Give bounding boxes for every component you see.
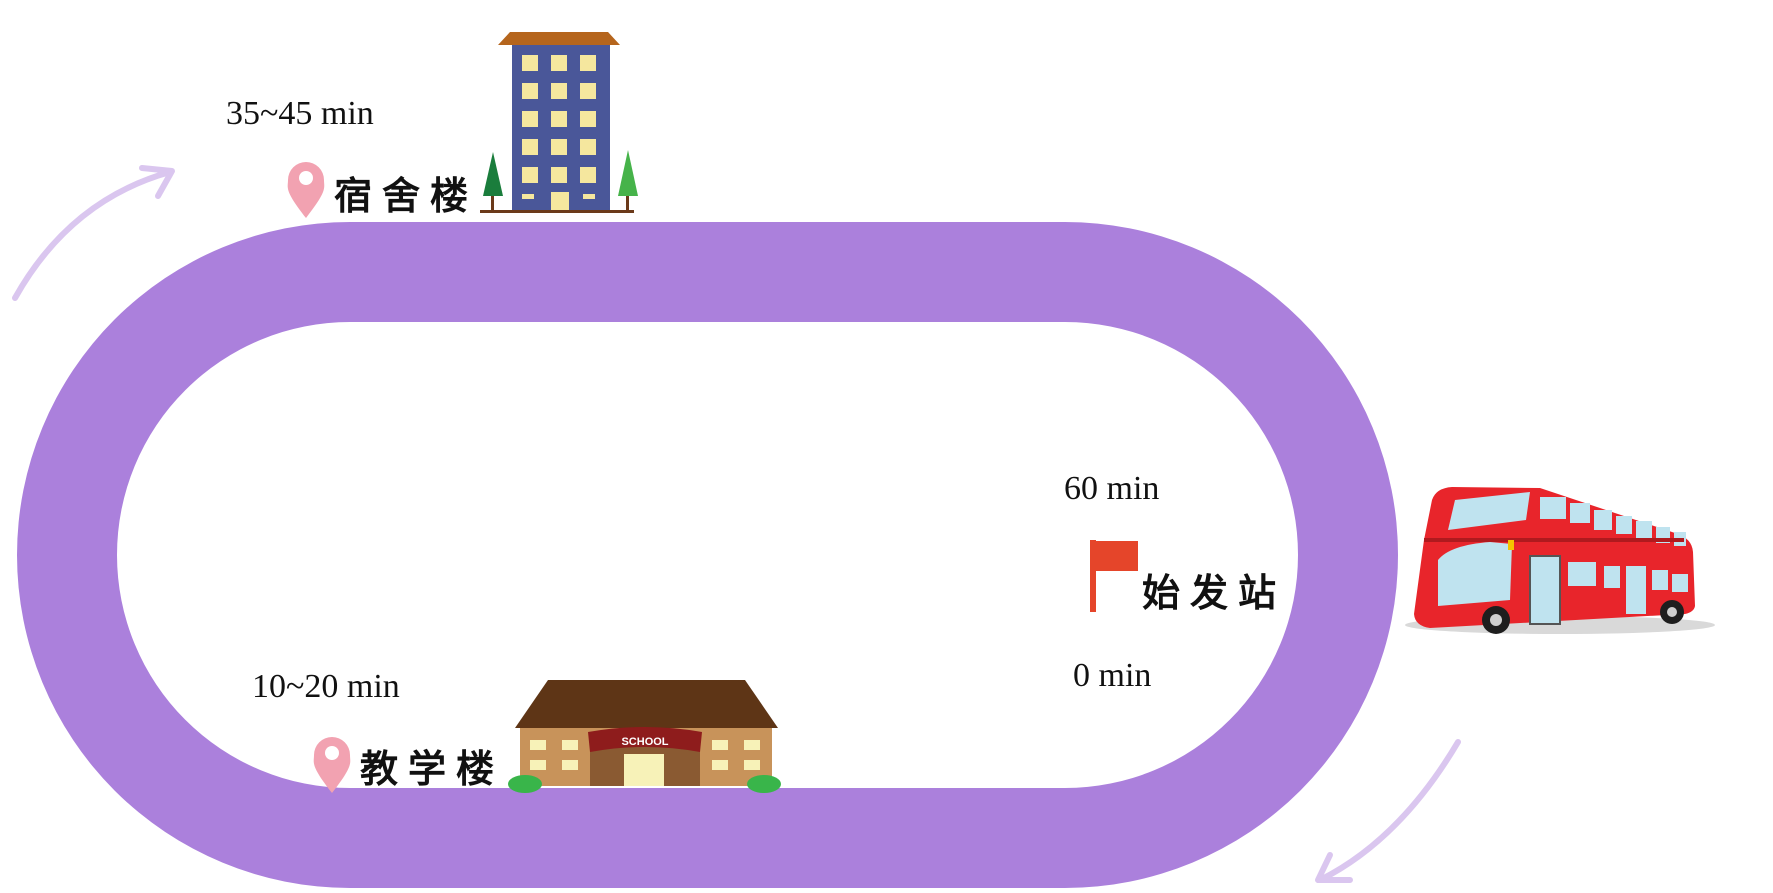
terminal-start-time: 0 min <box>1073 657 1152 694</box>
route-track <box>17 222 1398 888</box>
teaching-stop-label: 教学楼 <box>360 746 505 791</box>
teaching-travel-time: 10~20 min <box>252 668 400 705</box>
dorm-travel-time: 35~45 min <box>226 95 374 132</box>
teaching-map-pin-icon <box>313 737 351 793</box>
dorm-stop-label: 宿舍楼 <box>334 173 479 218</box>
bus-icon <box>1405 487 1715 634</box>
dormitory-building-icon <box>480 32 638 213</box>
school-building-icon: SCHOOL <box>508 680 781 793</box>
terminal-stop-label: 始发站 <box>1142 570 1287 615</box>
terminal-flag-icon <box>1090 540 1138 612</box>
direction-arrow-top-left <box>12 165 175 301</box>
terminal-return-time: 60 min <box>1064 470 1160 507</box>
school-sign-text: SCHOOL <box>621 736 668 748</box>
direction-arrow-bottom-right <box>1315 739 1461 883</box>
dorm-map-pin-icon <box>287 162 325 218</box>
